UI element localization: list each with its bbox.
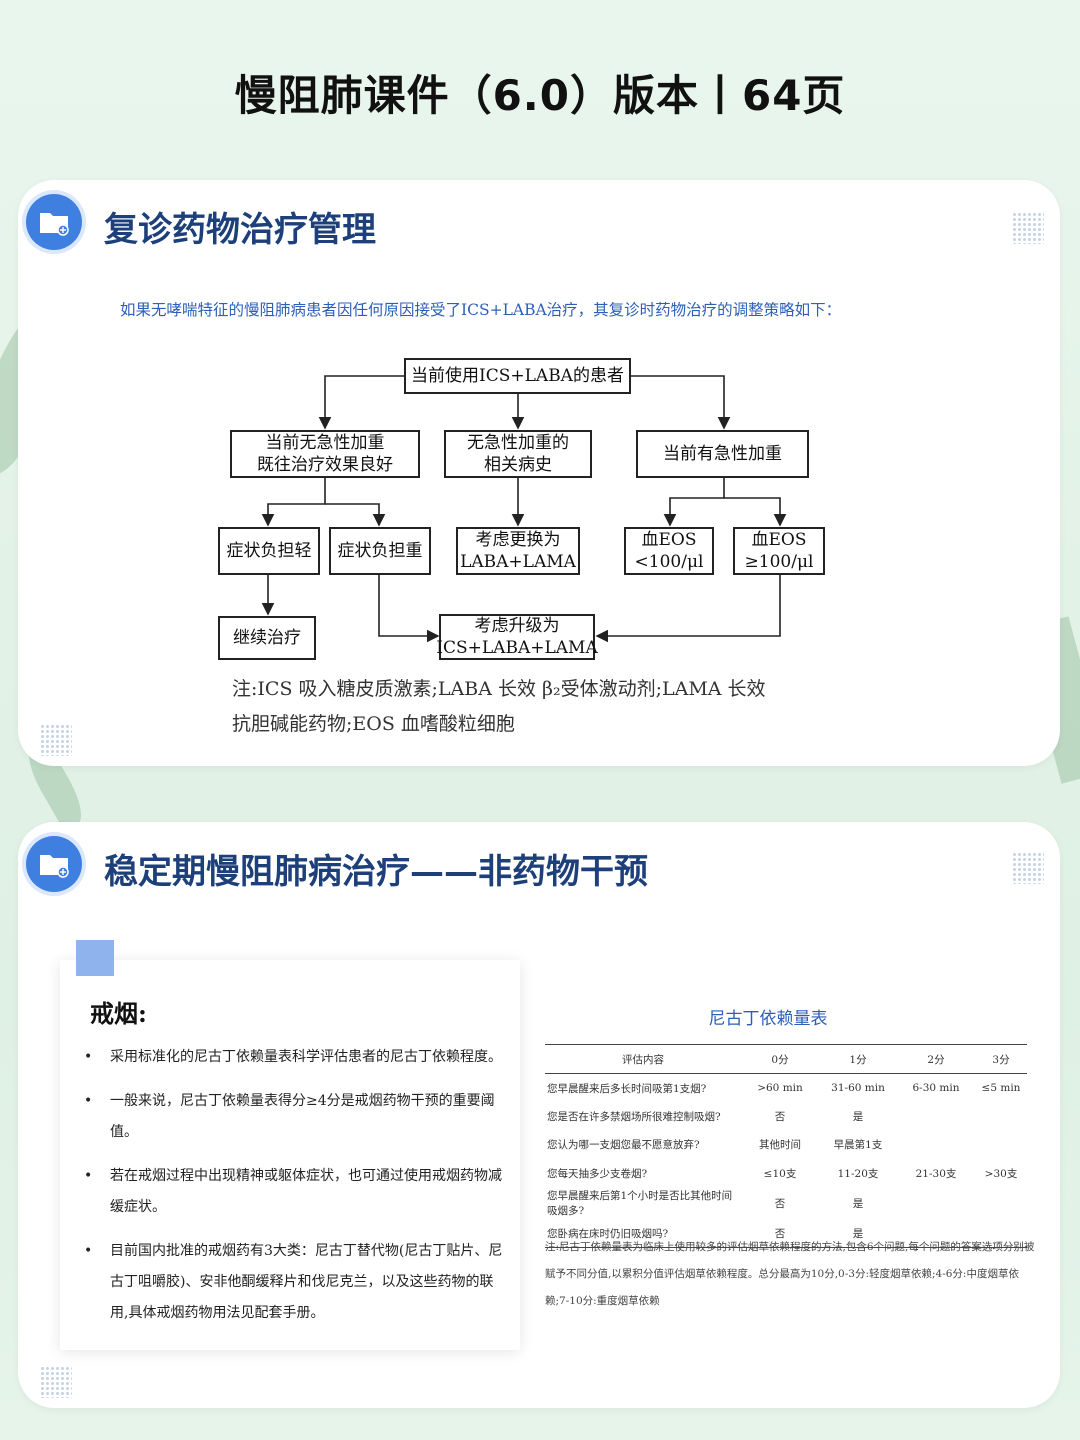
table-cell: 是 — [852, 1197, 864, 1210]
list-item: 一般来说，尼古丁依赖量表得分≥4分是戒烟药物干预的重要阈值。 — [80, 1086, 510, 1148]
list-item: 目前国内批准的戒烟药有3大类：尼古丁替代物(尼古丁贴片、尼古丁咀嚼胶)、安非他酮… — [80, 1236, 510, 1329]
dot-grid-decoration — [40, 1366, 72, 1398]
table-cell: 否 — [774, 1110, 786, 1123]
dot-grid-decoration — [1012, 212, 1044, 244]
section-card-nonpharma: 稳定期慢阻肺病治疗——非药物干预 戒烟: 采用标准化的尼古丁依赖量表科学评估患者… — [18, 822, 1060, 1408]
flowchart-connectors — [261, 375, 787, 643]
dot-grid-decoration — [40, 724, 72, 756]
table-cell: 您认为哪一支烟您最不愿意放弃? — [547, 1139, 700, 1152]
table-row: 您是否在许多禁烟场所很难控制吸烟? 否 是 — [545, 1102, 1027, 1130]
flow-severe-symptoms: 症状负担重 — [329, 527, 431, 575]
flow-root: 当前使用ICS+LABA的患者 — [404, 358, 631, 394]
accent-square — [76, 940, 114, 976]
table-cell: 是 — [852, 1110, 864, 1123]
flowchart-note-line1: 注:ICS 吸入糖皮质激素;LABA 长效 β₂受体激动剂;LAMA 长效 — [232, 678, 766, 700]
section-card-followup: 复诊药物治疗管理 如果无哮喘特征的慢阻肺病患者因任何原因接受了ICS+LABA治… — [18, 180, 1060, 766]
table-cell: 否 — [774, 1197, 786, 1210]
table-cell — [897, 1131, 975, 1159]
flow-eos-high: 血EOS ≥100/μl — [733, 527, 825, 575]
smoking-cessation-heading: 戒烟: — [90, 999, 147, 1028]
list-item: 采用标准化的尼古丁依赖量表科学评估患者的尼古丁依赖程度。 — [80, 1042, 510, 1073]
flow-eos-low: 血EOS <100/μl — [624, 527, 714, 575]
table-cell: >60 min — [757, 1082, 803, 1095]
list-item: 若在戒烟过程中出现精神或躯体症状，也可通过使用戒烟药物减缓症状。 — [80, 1161, 510, 1223]
table-cell — [975, 1102, 1027, 1130]
flow-branch-no-history: 无急性加重的 相关病史 — [444, 430, 592, 478]
page-title: 慢阻肺课件（6.0）版本丨64页 — [234, 71, 846, 120]
flow-escalate-triple: 考虑升级为 ICS+LABA+LAMA — [436, 614, 598, 660]
folder-add-icon — [26, 194, 82, 250]
table-header: 2分 — [897, 1044, 975, 1074]
table-cell: 11-20支 — [837, 1167, 879, 1180]
table-cell: 您早晨醒来后第1个小时是否比其他时间吸烟多? — [547, 1190, 733, 1218]
table-cell — [897, 1102, 975, 1130]
table-cell — [897, 1219, 975, 1249]
table-header: 评估内容 — [545, 1044, 741, 1074]
table-cell: 早晨第1支 — [833, 1139, 883, 1152]
nicotine-dependence-table: 评估内容 0分 1分 2分 3分 您早晨醒来后多长时间吸第1支烟? >60 mi… — [545, 1044, 1027, 1249]
treatment-flowchart: 当前使用ICS+LABA的患者 当前无急性加重 既往治疗效果良好 无急性加重的 … — [18, 180, 1060, 766]
table-header: 1分 — [819, 1044, 897, 1074]
flowchart-note-line2: 抗胆碱能药物;EOS 血嗜酸粒细胞 — [232, 713, 515, 735]
table-header-row: 评估内容 0分 1分 2分 3分 — [545, 1044, 1027, 1074]
section-title: 稳定期慢阻肺病治疗——非药物干预 — [104, 852, 648, 892]
table-cell: 否 — [741, 1219, 819, 1249]
smoking-cessation-list: 采用标准化的尼古丁依赖量表科学评估患者的尼古丁依赖程度。 一般来说，尼古丁依赖量… — [80, 1042, 510, 1342]
flow-continue-treatment: 继续治疗 — [218, 616, 316, 660]
table-cell: 您卧病在床时仍旧吸烟吗? — [545, 1219, 741, 1249]
table-row: 您每天抽多少支卷烟? ≤10支 11-20支 21-30支 >30支 — [545, 1159, 1027, 1187]
table-cell: 是 — [819, 1219, 897, 1249]
smoking-cessation-panel: 戒烟: 采用标准化的尼古丁依赖量表科学评估患者的尼古丁依赖程度。 一般来说，尼古… — [60, 960, 520, 1350]
flow-branch-current-exacerbation: 当前有急性加重 — [636, 430, 809, 478]
flow-branch-no-exacerbation: 当前无急性加重 既往治疗效果良好 — [230, 430, 420, 478]
table-cell: 31-60 min — [831, 1082, 885, 1095]
flow-switch-laba-lama: 考虑更换为 LABA+LAMA — [456, 527, 580, 575]
table-header: 0分 — [741, 1044, 819, 1074]
table-cell: 您是否在许多禁烟场所很难控制吸烟? — [547, 1110, 721, 1123]
table-cell: 6-30 min — [912, 1082, 960, 1095]
table-row: 您早晨醒来后第1个小时是否比其他时间吸烟多? 否 是 — [545, 1187, 1027, 1219]
table-note: 注:尼古丁依赖量表为临床上使用较多的评估烟草依赖程度的方法,包含6个问题,每个问… — [545, 1241, 1035, 1307]
table-cell: 您每天抽多少支卷烟? — [547, 1167, 648, 1180]
table-title: 尼古丁依赖量表 — [708, 1009, 828, 1029]
table-cell — [975, 1187, 1027, 1219]
table-cell: ≤10支 — [763, 1167, 797, 1180]
table-cell — [975, 1219, 1027, 1249]
table-cell: ≤5 min — [981, 1082, 1021, 1095]
section-title: 复诊药物治疗管理 — [104, 210, 376, 250]
table-cell: 21-30支 — [915, 1167, 957, 1180]
table-cell — [897, 1187, 975, 1219]
table-row: 您早晨醒来后多长时间吸第1支烟? >60 min 31-60 min 6-30 … — [545, 1074, 1027, 1103]
table-row: 您认为哪一支烟您最不愿意放弃? 其他时间 早晨第1支 — [545, 1131, 1027, 1159]
flow-mild-symptoms: 症状负担轻 — [218, 527, 320, 575]
intro-text: 如果无哮喘特征的慢阻肺病患者因任何原因接受了ICS+LABA治疗，其复诊时药物治… — [120, 301, 842, 319]
table-cell: 其他时间 — [759, 1139, 801, 1152]
table-cell — [975, 1131, 1027, 1159]
folder-add-icon — [26, 836, 82, 892]
dot-grid-decoration — [1012, 852, 1044, 884]
table-row: 您卧病在床时仍旧吸烟吗? 否 是 — [545, 1219, 1027, 1249]
table-cell: >30支 — [984, 1167, 1018, 1180]
table-cell: 您早晨醒来后多长时间吸第1支烟? — [547, 1082, 707, 1095]
table-header: 3分 — [975, 1044, 1027, 1074]
